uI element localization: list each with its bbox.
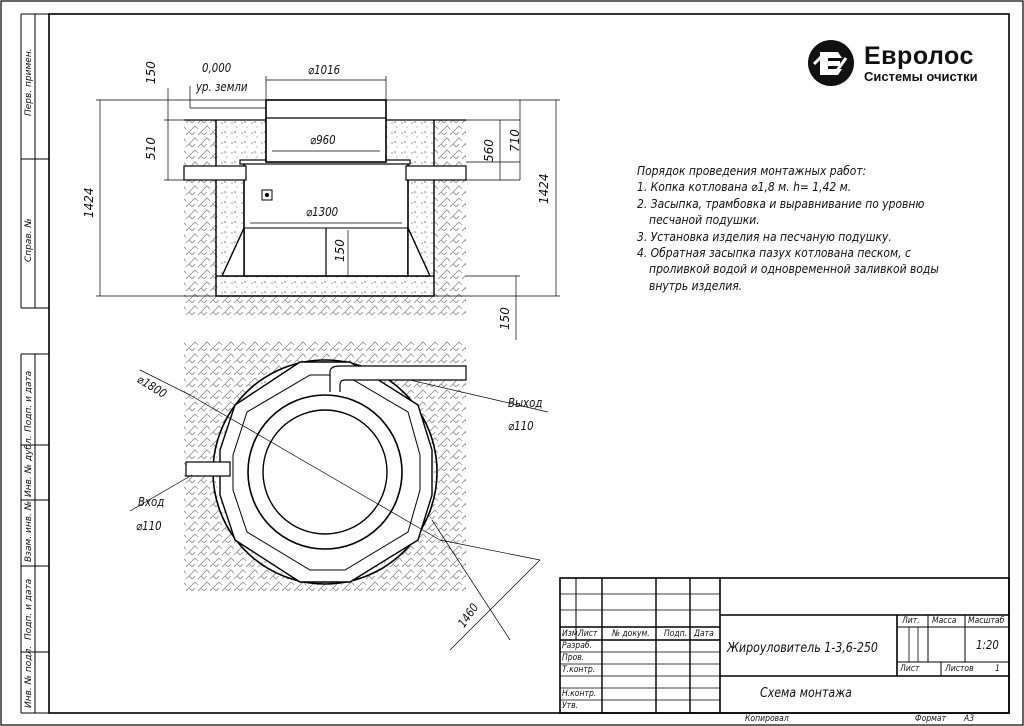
dim-h-560: 560 [482, 139, 496, 162]
soil-bottom [184, 296, 466, 318]
logo-subtitle: Системы очистки [864, 69, 978, 84]
inlet-diameter: ⌀110 [136, 519, 162, 533]
tb-lit: Лит. [902, 616, 920, 626]
tb-col-izm: Изм. [562, 629, 580, 639]
tb-col-date: Дата [694, 629, 714, 639]
dim-d-body: ⌀1300 [306, 205, 339, 219]
tb-scale-label: Масштаб [968, 616, 1005, 626]
plan-outlet-pipe [329, 365, 467, 392]
tb-format-value: A3 [964, 714, 975, 724]
dim-h-150-base: 150 [333, 239, 347, 262]
elevation-label: 0,000 [202, 61, 232, 75]
dim-h-1424-left: 1424 [82, 187, 96, 218]
title-block [559, 577, 1010, 714]
tb-sheets: Листов [945, 664, 974, 674]
evrolos-logo-icon [808, 40, 854, 86]
notes-heading: Порядок проведения монтажных работ: [637, 163, 867, 178]
dim-h-710: 710 [508, 129, 522, 152]
notes-line: 3. Установка изделия на песчаную подушку… [637, 228, 892, 244]
notes-line: 2. Засыпка, трамбовка и выравнивание по … [637, 195, 925, 211]
tb-role-check: Пров. [562, 653, 585, 663]
section-view [96, 76, 560, 340]
tb-col-list: Лист [578, 629, 598, 639]
strip-first-use: Перв. примен. [24, 48, 34, 116]
plan-inlet-pipe [185, 461, 231, 477]
outlet-pipe [405, 165, 467, 181]
left-strip [20, 13, 49, 714]
soil-right [434, 120, 466, 318]
tb-format-label: Формат [915, 714, 947, 724]
tb-drawing-title: Схема монтажа [760, 686, 852, 701]
dim-h-150-top: 150 [144, 61, 158, 84]
notes-line: 4. Обратная засыпка пазух котлована песк… [637, 245, 911, 261]
ground-level-label: ур. земли [196, 80, 248, 94]
tb-sheets-value: 1 [995, 664, 1000, 674]
inlet-label: Вход [138, 495, 165, 509]
notes-line: проливкой водой и одновременной заливкой… [649, 261, 939, 277]
strip-dup-inv: Инв. № дубл. [24, 435, 34, 497]
neck-inner [262, 409, 388, 535]
tb-scale: 1:20 [976, 638, 999, 652]
tb-role-ncontrol: Н.контр. [562, 689, 597, 699]
tb-copied: Копировал [745, 714, 789, 724]
installation-notes: Порядок проведения монтажных работ: 1. К… [637, 163, 939, 294]
tb-role-develop: Разраб. [562, 641, 593, 651]
outlet-diameter: ⌀110 [508, 419, 534, 433]
plan-view [129, 340, 549, 651]
outlet-label: Выход [508, 396, 543, 410]
tb-role-tcontrol: Т.контр. [562, 665, 596, 675]
dim-d-neck: ⌀960 [310, 133, 336, 147]
inner-frame [48, 13, 1010, 714]
logo-name: Евролос [864, 42, 974, 70]
strip-replace-inv: Взам. инв. № [24, 500, 34, 562]
tb-product: Жироуловитель 1-3,6-250 [727, 641, 878, 656]
strip-ref: Справ. № [24, 218, 34, 262]
tb-role-approve: Утв. [562, 701, 579, 711]
strip-sign-date-2: Подп. и дата [24, 578, 34, 640]
dim-h-150-bottom: 150 [498, 307, 512, 330]
product-neck [265, 99, 387, 163]
dim-h-510: 510 [144, 137, 158, 160]
tb-col-sign: Подп. [664, 629, 688, 639]
notes-line: 1. Копка котлована ⌀1,8 м. h= 1,42 м. [637, 179, 852, 195]
notes-line: внутрь изделия. [649, 277, 743, 293]
strip-orig-inv: Инв. № подл. [24, 645, 34, 708]
inlet-pipe [183, 165, 247, 181]
tb-col-doc: № докум. [612, 629, 650, 639]
notes-line: песчаной подушки. [649, 212, 760, 228]
tb-sheet: Лист [900, 664, 920, 674]
tb-mass: Масса [932, 616, 957, 626]
dim-d-top: ⌀1016 [308, 63, 341, 77]
strip-sign-date-1: Подп. и дата [24, 370, 34, 432]
soil-left [184, 120, 216, 318]
dim-h-1424-right: 1424 [537, 173, 551, 204]
